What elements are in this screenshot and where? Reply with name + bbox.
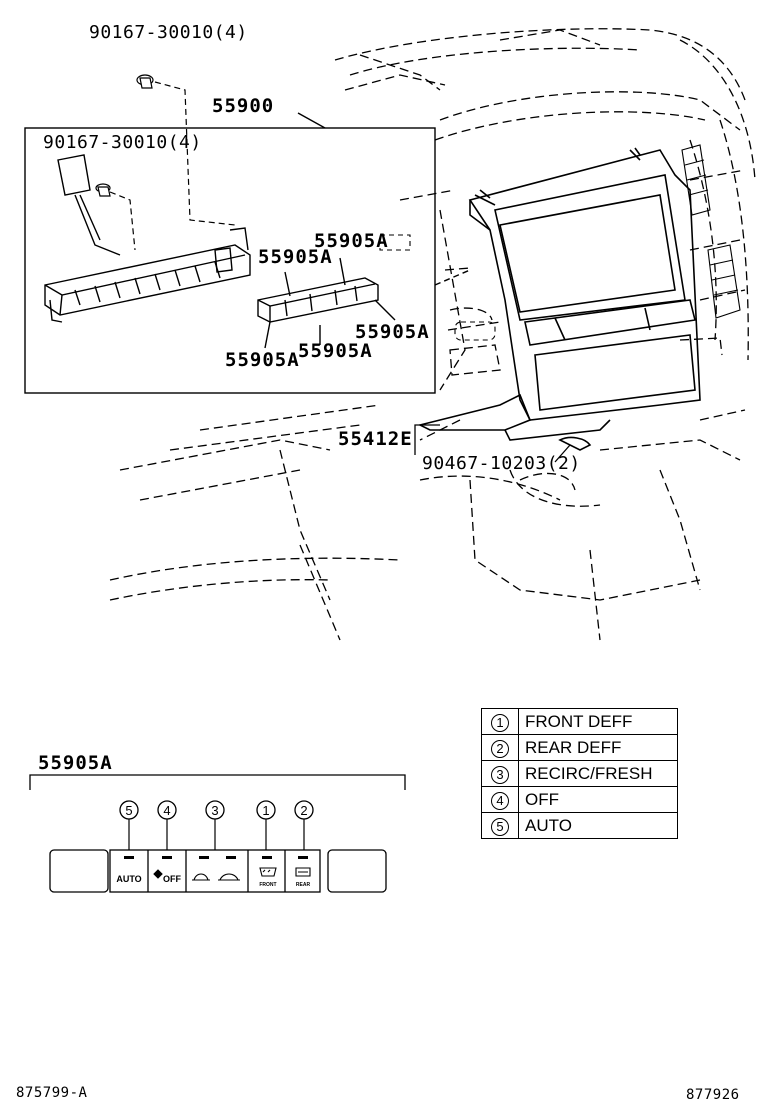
legend-row: 3 RECIRC/FRESH [481,760,678,787]
switch-assembly [44,154,251,323]
screw-inner-label: 90167-30010(4) [43,132,202,153]
legend-number: 1 [491,713,509,732]
legend-number: 5 [491,817,509,836]
marker-1: 1 [262,803,269,818]
legend-text: FRONT DEFF [518,708,678,735]
auto-indicator [124,856,134,859]
button-legend-table: 1 FRONT DEFF 2 REAR DEFF 3 RECIRC/FRESH … [481,708,678,839]
assembly-callout-box [24,127,436,394]
marker-5: 5 [125,803,132,818]
auto-button-label: AUTO [116,874,141,884]
screw-top-icon [136,74,154,89]
bracket-label: 55412E [338,428,413,450]
marker-4: 4 [163,803,170,818]
center-panel [417,147,701,451]
fresh-icon [218,873,240,881]
assembly-label: 55900 [212,95,275,117]
legend-row: 1 FRONT DEFF [481,708,678,735]
detail-title: 55905A [38,752,113,774]
detail-bracket [29,774,406,790]
switch-label-5: 55905A [225,349,300,371]
off-indicator [162,856,172,859]
fan-icon [153,869,163,879]
off-button-label: OFF [163,874,181,884]
legend-row: 5 AUTO [481,812,678,839]
rear-button-label: REAR [296,882,311,888]
legend-number: 4 [491,791,509,810]
legend-text: OFF [518,786,678,813]
clip-label: 90467-10203(2) [422,453,581,474]
switch-label-4: 55905A [298,340,373,362]
rear-indicator [298,856,308,859]
switch-modules [257,257,396,349]
screw-top-label: 90167-30010(4) [89,22,248,43]
switch-label-1: 55905A [314,230,389,252]
legend-text: AUTO [518,812,678,839]
marker-3: 3 [211,803,218,818]
dashboard-vents [379,144,741,341]
recirc-indicator [199,856,209,859]
rear-defrost-icon [295,867,311,877]
recirc-icon [192,873,210,881]
legend-text: RECIRC/FRESH [518,760,678,787]
fresh-indicator [226,856,236,859]
front-indicator [262,856,272,859]
footer-left-code: 875799-A [16,1085,88,1101]
switch-label-3: 55905A [355,321,430,343]
legend-number: 2 [491,739,509,758]
legend-row: 4 OFF [481,786,678,813]
switch-label-2: 55905A [258,246,333,268]
marker-2: 2 [300,803,307,818]
legend-text: REAR DEFF [518,734,678,761]
front-defrost-icon [259,867,277,877]
front-button-label: FRONT [259,882,276,888]
footer-right-code: 877926 [686,1087,740,1103]
dashboard-outline [109,28,756,641]
switch-strip [49,849,387,893]
screw-inner-icon [95,183,111,197]
legend-number: 3 [491,765,509,784]
legend-row: 2 REAR DEFF [481,734,678,761]
